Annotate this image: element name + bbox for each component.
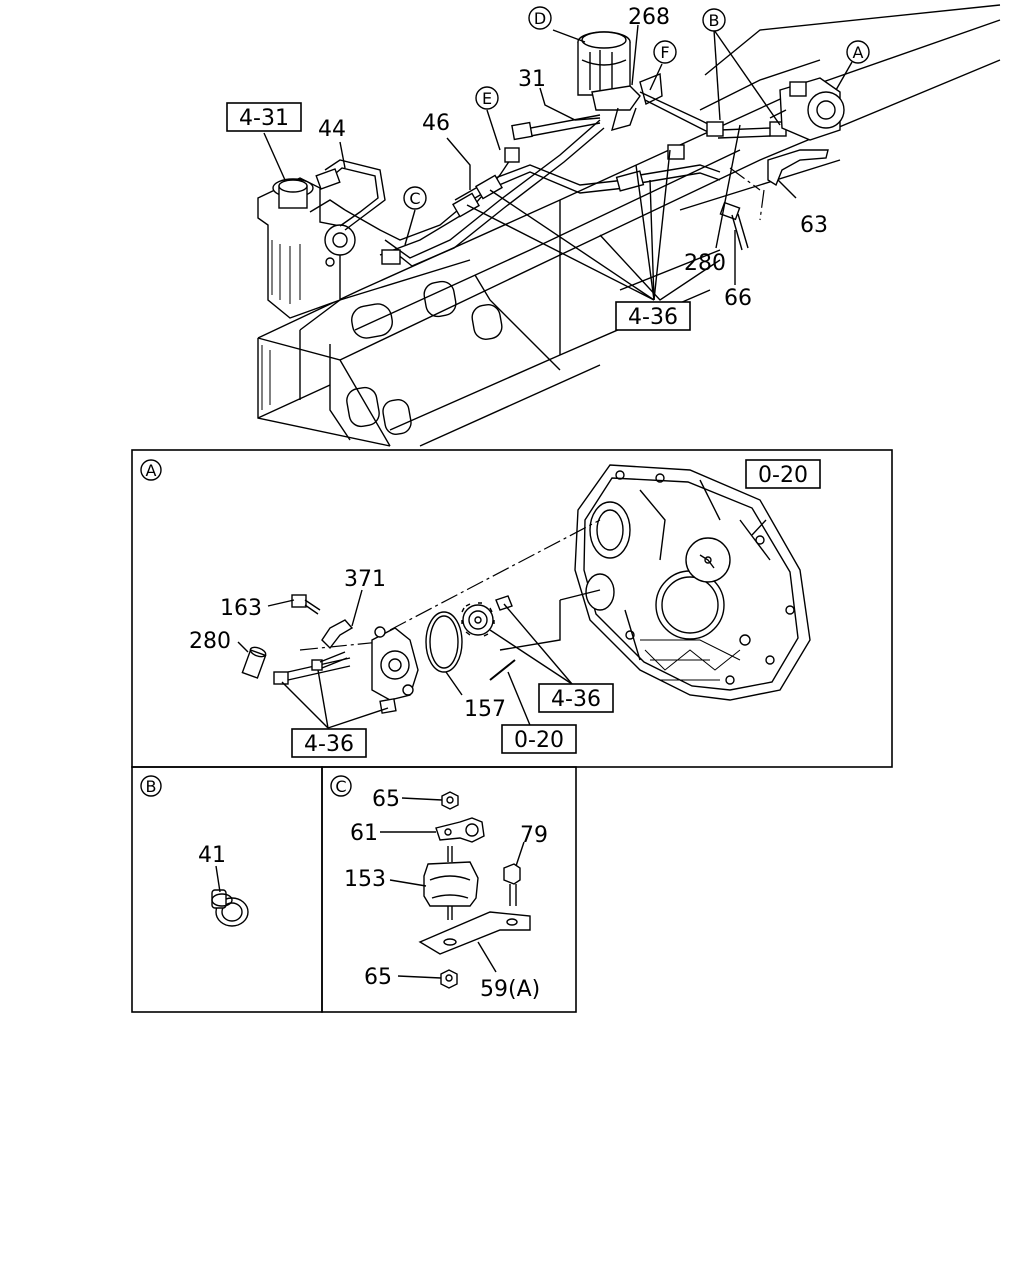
part-280-a-label: 280 — [189, 629, 231, 654]
hose-280 — [241, 646, 267, 679]
part-371-label: 371 — [344, 567, 386, 592]
detail-c-panel: C — [321, 766, 577, 1013]
nut-65-bottom — [440, 969, 458, 989]
callout-b: B — [702, 8, 726, 32]
part-157-label: 157 — [464, 697, 506, 722]
svg-text:4-36: 4-36 — [628, 305, 678, 330]
part-41-label: 41 — [198, 843, 226, 868]
part-79-label: 79 — [520, 823, 548, 848]
part-63-label: 63 — [800, 213, 828, 238]
part-66-label: 66 — [724, 286, 752, 311]
part-59a-label: 59(A) — [480, 977, 540, 1002]
bracket-59a — [418, 911, 531, 955]
ref-box-0-20-bottom: 0-20 — [501, 724, 577, 754]
pump-body — [371, 626, 419, 701]
part-163-label: 163 — [220, 596, 262, 621]
part-280-label: 280 — [684, 251, 726, 276]
svg-text:A: A — [853, 43, 864, 62]
svg-text:0-20: 0-20 — [514, 728, 564, 753]
top-assembly: D F B A E C 268 31 46 44 63 280 66 — [226, 4, 1001, 447]
clip-61 — [435, 817, 485, 843]
centerline-2 — [299, 639, 401, 651]
svg-text:D: D — [534, 9, 546, 28]
ref-box-4-36-right: 4-36 — [538, 683, 614, 713]
svg-text:4-36: 4-36 — [304, 732, 354, 757]
ref-box-0-20-top: 0-20 — [745, 459, 821, 489]
svg-text:0-20: 0-20 — [758, 463, 808, 488]
bracket-63 — [729, 149, 829, 221]
stud — [489, 659, 516, 681]
hose-lines — [315, 73, 793, 267]
svg-text:4-36: 4-36 — [551, 687, 601, 712]
detail-c-tag: C — [335, 777, 346, 796]
mount-153 — [423, 846, 479, 920]
detail-a-panel: A — [131, 449, 893, 768]
centerline — [389, 519, 601, 631]
top-leaders — [263, 24, 853, 301]
ref-box-4-36-top: 4-36 — [615, 301, 691, 331]
part-61-label: 61 — [350, 821, 378, 846]
detail-b-tag: B — [146, 777, 157, 796]
detail-b-panel: B 41 — [131, 766, 323, 1013]
detail-a-leaders — [237, 519, 767, 731]
svg-text:F: F — [660, 43, 669, 62]
part-46-label: 46 — [422, 111, 450, 136]
callout-a: A — [846, 40, 870, 64]
nut-65-top — [441, 791, 459, 810]
ref-box-4-36-left: 4-36 — [291, 728, 367, 758]
reservoir-tank — [577, 31, 641, 132]
part-31-label: 31 — [518, 67, 546, 92]
part-44-label: 44 — [318, 117, 346, 142]
callout-d: D — [528, 6, 552, 30]
callout-e: E — [475, 86, 499, 110]
svg-text:4-31: 4-31 — [239, 106, 289, 131]
hose-clamp-41 — [211, 889, 249, 927]
part-153-label: 153 — [344, 867, 386, 892]
flywheel-housing — [574, 464, 811, 701]
drive-gear — [461, 595, 513, 637]
part-268-label: 268 — [628, 5, 670, 30]
bolt-66 — [719, 201, 749, 251]
part-65-bottom-label: 65 — [364, 965, 392, 990]
callout-f: F — [653, 40, 677, 64]
svg-text:E: E — [482, 89, 492, 108]
bolt-163 — [291, 594, 321, 615]
o-ring-157 — [425, 611, 463, 673]
callout-c: C — [403, 186, 427, 210]
svg-text:C: C — [409, 189, 420, 208]
ref-box-4-31: 4-31 — [226, 102, 302, 132]
steering-gear — [257, 177, 356, 319]
bolt-79 — [503, 863, 521, 906]
detail-a-tag: A — [146, 461, 157, 480]
power-steering-pump — [769, 77, 845, 141]
svg-text:B: B — [709, 11, 720, 30]
pipe-371 — [321, 619, 354, 650]
part-65-top-label: 65 — [372, 787, 400, 812]
